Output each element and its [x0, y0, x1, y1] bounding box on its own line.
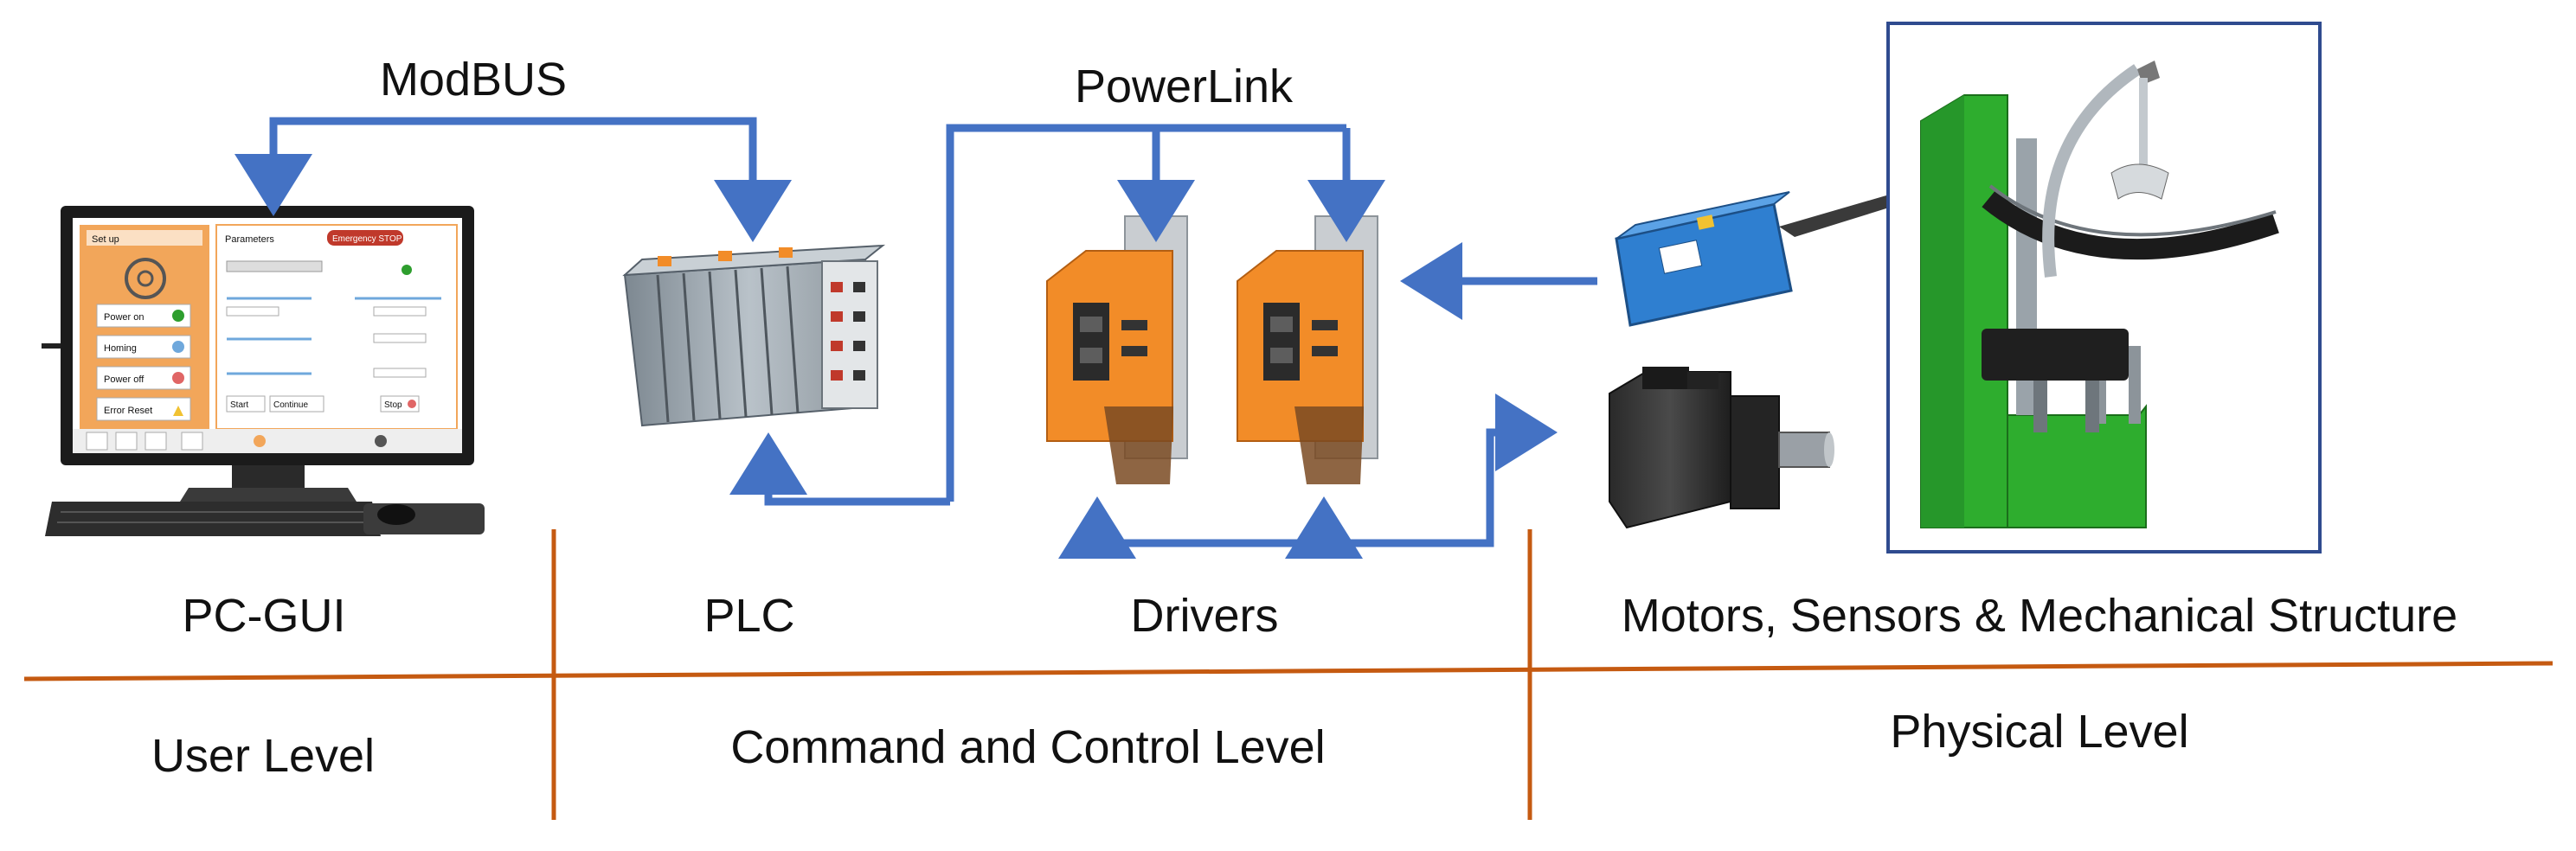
physical-level-label: Physical Level [1890, 706, 2188, 758]
command-control-level-label: Command and Control Level [730, 721, 1325, 773]
svg-text:Homing: Homing [104, 343, 137, 354]
gear-icon [125, 258, 166, 299]
gui-power-on-button[interactable]: Power on [96, 304, 191, 328]
svg-text:Power on: Power on [104, 312, 144, 323]
gui-continue-button[interactable]: Continue [269, 395, 324, 413]
svg-text:Power off: Power off [104, 374, 145, 385]
powerlink-bus [946, 124, 1346, 502]
gui-emergency-label: Emergency STOP [332, 234, 402, 244]
gui-power-off-button[interactable]: Power off [96, 366, 191, 390]
svg-text:Continue: Continue [273, 400, 308, 410]
svg-text:Stop: Stop [384, 400, 402, 410]
gui-error-reset-button[interactable]: Error Reset [96, 397, 191, 421]
level-divider-horizontal [23, 661, 2554, 681]
modbus-label: ModBUS [380, 54, 567, 106]
powerlink-label: PowerLink [1075, 61, 1294, 112]
computer-icon: Set up Power on Homing Power off Error R… [42, 206, 485, 536]
gui-start-button[interactable]: Start [226, 395, 266, 413]
drivers-label: Drivers [1131, 590, 1279, 642]
mechanical-structure-icon [1920, 61, 2279, 528]
gui-emergency-button[interactable] [327, 230, 403, 246]
servo-driver-icon [1046, 215, 1188, 484]
proximity-sensor-icon [1615, 191, 1900, 327]
servo-driver-icon [1237, 215, 1378, 484]
svg-text:Start: Start [230, 400, 248, 410]
plc-label: PLC [703, 590, 794, 642]
gui-setup-label: Set up [92, 234, 119, 245]
servo-motor-icon [1609, 367, 1834, 529]
user-level-label: User Level [151, 730, 375, 782]
pc-gui-label: PC-GUI [183, 590, 346, 642]
plc-module-icon [622, 244, 886, 427]
gui-homing-button[interactable]: Homing [96, 335, 191, 359]
powerlink-link-to-plc [729, 432, 950, 506]
gui-parameters-label: Parameters [225, 234, 274, 245]
svg-text:Error Reset: Error Reset [104, 406, 152, 416]
physical-components-label: Motors, Sensors & Mechanical Structure [1622, 590, 2457, 642]
gui-stop-button[interactable]: Stop [380, 395, 420, 413]
